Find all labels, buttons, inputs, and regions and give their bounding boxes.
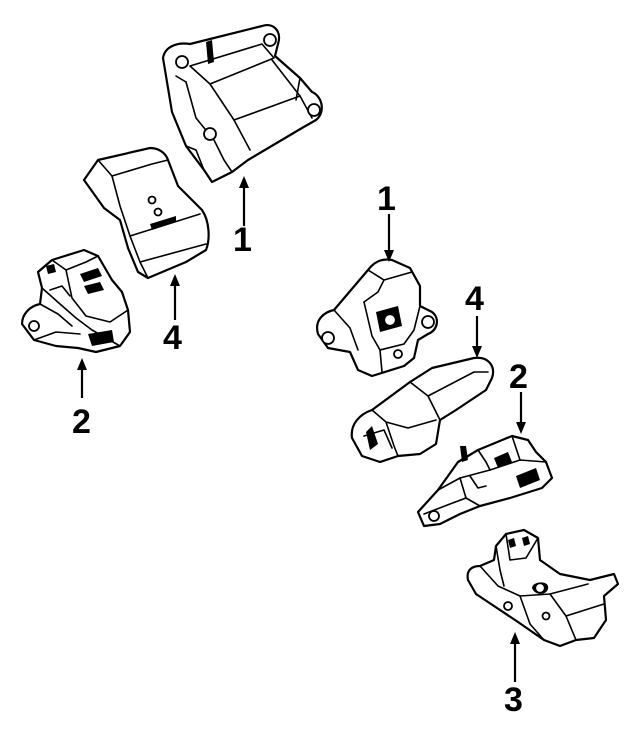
callout-leader-right-insulator	[472, 316, 482, 358]
right-engine-bracket	[316, 258, 438, 378]
callout-number: 2	[509, 358, 528, 396]
callout-number: 1	[377, 180, 396, 218]
callout-number: 4	[465, 280, 484, 318]
callout-number: 4	[163, 319, 182, 357]
callout-number: 3	[504, 681, 523, 719]
callout-leader-right-bracket	[384, 214, 394, 262]
rear-engine-mount	[466, 528, 620, 648]
left-engine-mount	[20, 248, 132, 354]
right-insulator	[350, 356, 495, 464]
callout-number: 2	[72, 403, 91, 441]
callout-leader-right-mount	[516, 392, 526, 434]
right-engine-mount	[416, 434, 554, 528]
callout-number: 1	[233, 221, 252, 259]
upper-left-insulator	[82, 146, 210, 280]
callout-leader-upper-left-insulator	[170, 274, 180, 320]
callout-leader-left-mount	[77, 358, 87, 398]
upper-left-engine-bracket	[161, 24, 323, 184]
callout-leader-upper-left-bracket	[239, 176, 249, 226]
callout-leader-rear-mount	[510, 632, 520, 682]
